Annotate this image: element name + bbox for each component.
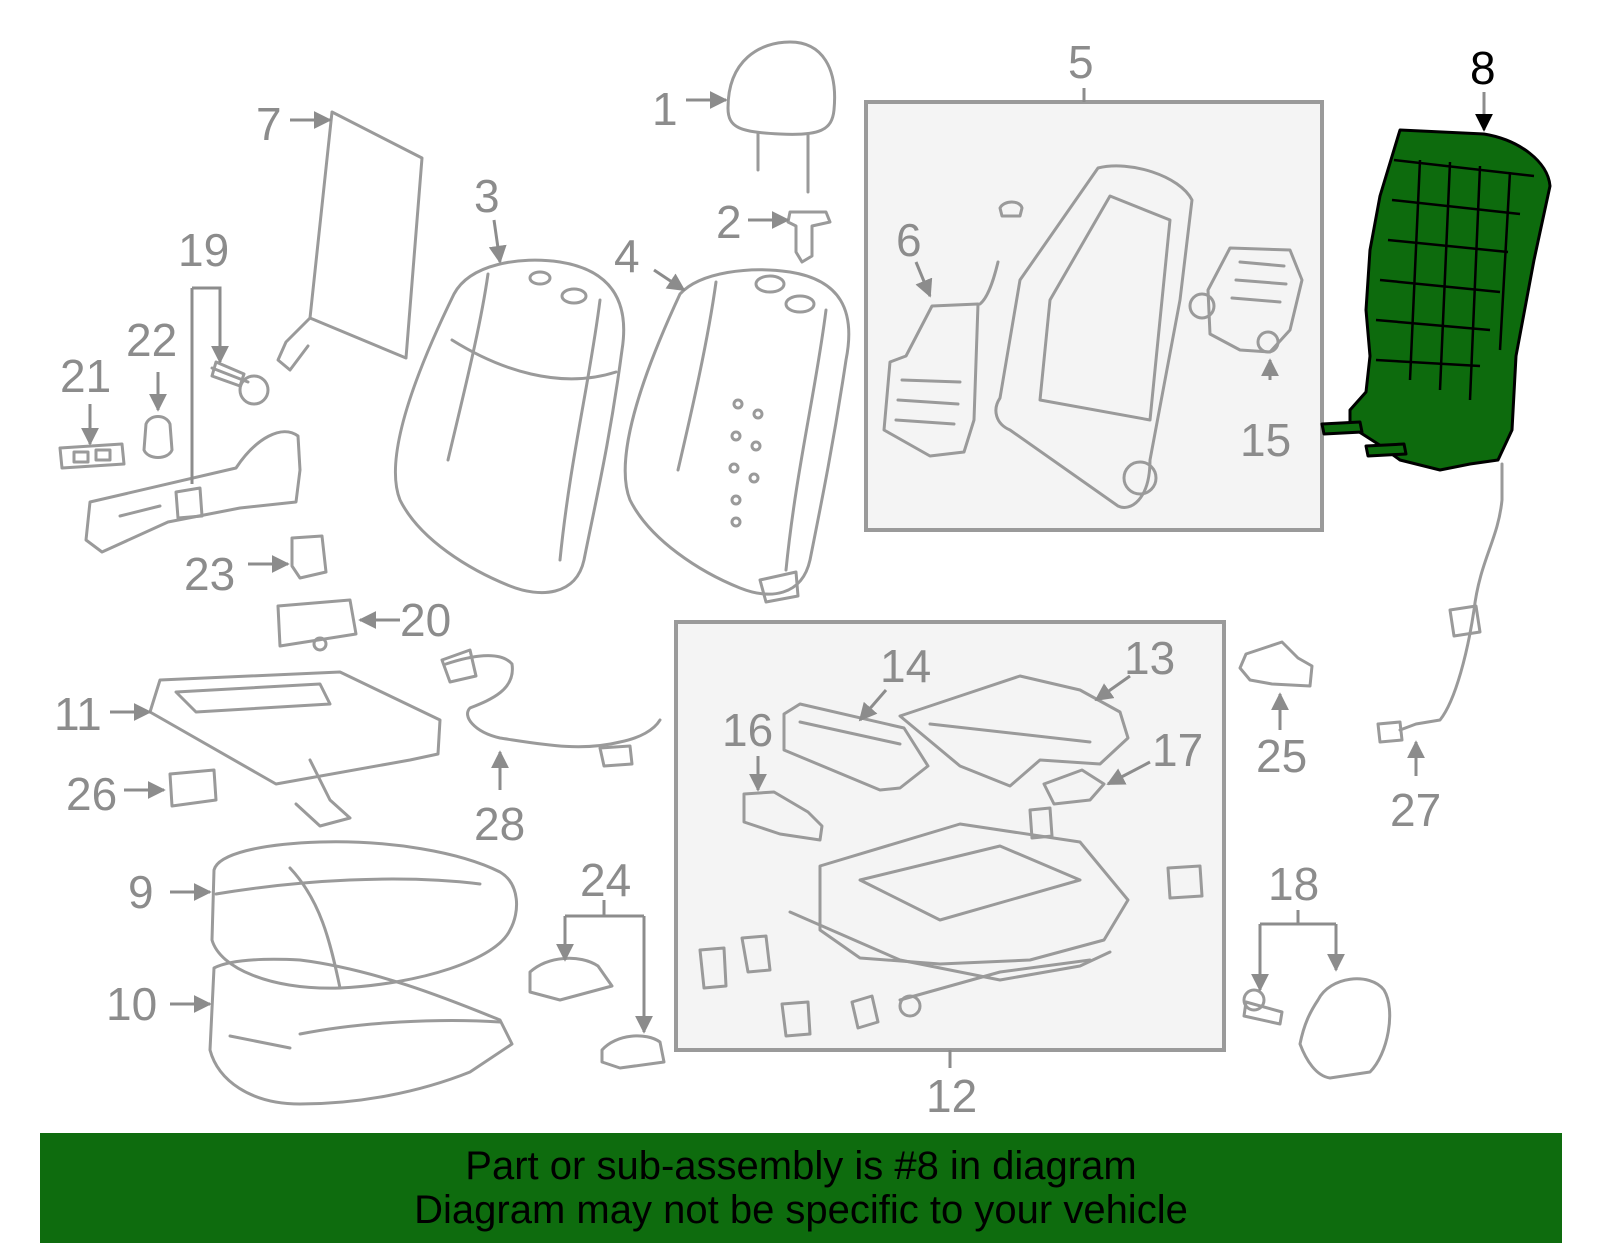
callout-1: 1 [652,83,678,135]
part-8-seatback-panel [1320,128,1552,472]
callout-22: 22 [126,314,177,366]
part-13-seat-pan [898,674,1130,788]
callout-23: 23 [184,548,235,600]
part-12-seat-track [698,806,1204,1038]
part-17-bracket [1042,768,1106,806]
callout-21: 21 [60,350,111,402]
callout-25: 25 [1256,730,1307,782]
seat-side-shield [84,430,302,554]
callout-8-active: 8 [1470,42,1496,94]
part-6-lumbar-support [882,260,1000,458]
notice-line-part: Part or sub-assembly is #8 in diagram [465,1144,1137,1188]
part-20-module [276,598,358,652]
part-21-switch [58,442,126,470]
callout-28: 28 [474,798,525,850]
callout-6: 6 [896,214,922,266]
callout-15: 15 [1240,414,1291,466]
callout-14: 14 [880,640,931,692]
part-1-headrest [726,40,837,194]
callout-9: 9 [128,866,154,918]
part-5-seatback-frame [994,164,1194,509]
notice-banner: Part or sub-assembly is #8 in diagram Di… [40,1133,1562,1243]
part-22-knob [142,415,174,459]
part-26-clip [168,768,218,808]
part-4-seatback-cover [623,268,851,604]
part-9-cushion-cover [210,840,519,990]
part-7-seatback-board [276,110,424,372]
callout-7: 7 [256,98,282,150]
part-10-cushion-pad [208,957,514,1106]
part-16-bracket [742,790,824,842]
callout-17: 17 [1152,724,1203,776]
callout-18: 18 [1268,858,1319,910]
callout-19: 19 [178,224,229,276]
part-14-cover [782,702,930,792]
part-23-bracket [290,534,328,580]
part-11-seat-heater [148,670,442,828]
callout-16: 16 [722,704,773,756]
part-2-headrest-guide [786,210,832,264]
callout-24: 24 [580,854,631,906]
part-18-cover-and-screw [1242,977,1392,1080]
notice-line-disclaimer: Diagram may not be specific to your vehi… [414,1188,1188,1232]
part-3-seatback-cover [393,258,626,595]
callout-12: 12 [926,1070,977,1122]
callout-10: 10 [106,978,157,1030]
part-19-screw [210,360,270,406]
callout-2: 2 [716,196,742,248]
part-15-recliner [1188,246,1304,354]
callout-3: 3 [474,170,500,222]
callout-27: 27 [1390,784,1441,836]
leader-lines [81,91,1493,1034]
part-24-covers [528,956,666,1070]
part-27-cable [1376,462,1504,744]
callout-13: 13 [1124,632,1175,684]
callout-11: 11 [54,688,102,740]
callout-20: 20 [400,594,451,646]
callout-4: 4 [614,230,640,282]
box-seat-track [674,620,1226,1052]
part-28-wire-harness [440,648,662,768]
part-25-cover [1238,640,1314,688]
callout-26: 26 [66,768,117,820]
callout-5: 5 [1068,36,1094,88]
